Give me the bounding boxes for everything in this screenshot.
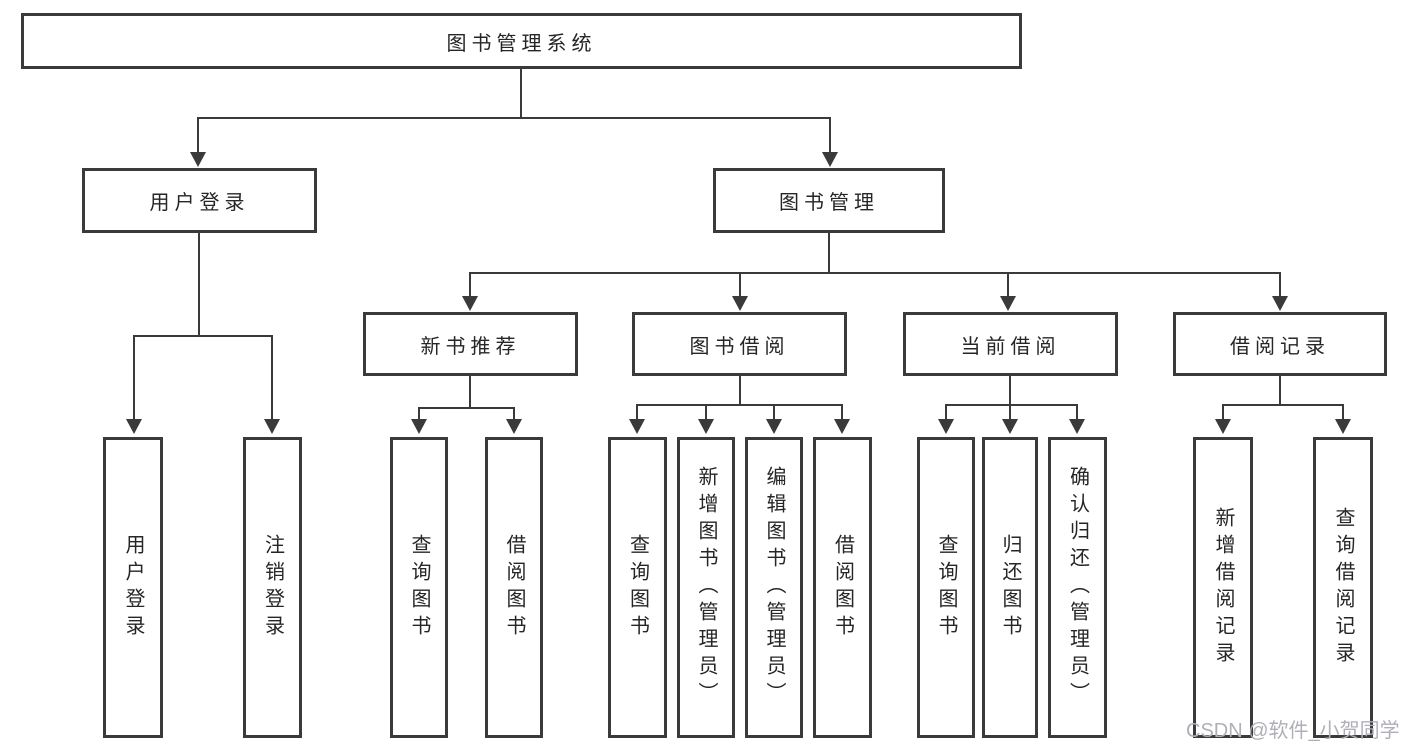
csdn-watermark: CSDN @软件_小贺同学 xyxy=(1186,720,1400,742)
arrowhead-icon xyxy=(126,419,142,434)
leaf-edit-book-admin: 编辑图书（管理员） xyxy=(745,437,803,738)
connector-line xyxy=(636,404,843,406)
arrowhead-icon xyxy=(1069,419,1085,434)
connector-line xyxy=(1222,405,1224,421)
node-current-borrow: 当前借阅 xyxy=(903,312,1118,376)
node-book-management: 图书管理 xyxy=(713,168,945,233)
arrowhead-icon xyxy=(822,152,838,167)
arrowhead-icon xyxy=(462,296,478,311)
arrowhead-icon xyxy=(766,419,782,434)
connector-line xyxy=(418,407,515,409)
connector-line xyxy=(469,273,471,298)
node-book-borrow: 图书借阅 xyxy=(632,312,847,376)
leaf-user-login-label: 用户登录 xyxy=(122,533,144,642)
connector-line xyxy=(945,404,1078,406)
leaf-confirm-return-admin: 确认归还（管理员） xyxy=(1048,437,1107,738)
arrowhead-icon xyxy=(190,152,206,167)
connector-line xyxy=(133,335,273,337)
arrowhead-icon xyxy=(1272,296,1288,311)
connector-line xyxy=(271,336,273,421)
connector-line xyxy=(520,69,522,118)
leaf-borrow-books-1: 借阅图书 xyxy=(485,437,543,738)
arrowhead-icon xyxy=(732,296,748,311)
leaf-borrow-books-2-label: 借阅图书 xyxy=(831,533,854,642)
connector-line xyxy=(841,405,843,421)
connector-line xyxy=(739,376,741,406)
connector-line xyxy=(1279,376,1281,406)
arrowhead-icon xyxy=(1000,296,1016,311)
connector-line xyxy=(773,405,775,421)
arrowhead-icon xyxy=(938,419,954,434)
arrowhead-icon xyxy=(411,419,427,434)
connector-line xyxy=(636,405,638,421)
connector-line xyxy=(197,118,199,155)
connector-line xyxy=(513,408,515,421)
connector-line xyxy=(133,336,135,421)
leaf-confirm-return-admin-label: 确认归还（管理员） xyxy=(1066,466,1089,709)
arrowhead-icon xyxy=(629,419,645,434)
connector-line xyxy=(739,273,741,298)
node-user-login: 用户登录 xyxy=(82,168,317,233)
leaf-borrow-books-1-label: 借阅图书 xyxy=(503,533,525,642)
leaf-query-books-1-label: 查询图书 xyxy=(408,533,430,642)
connector-line xyxy=(828,233,830,274)
connector-line xyxy=(1009,376,1011,406)
node-new-book-recommend: 新书推荐 xyxy=(363,312,578,376)
connector-line xyxy=(1342,405,1344,421)
connector-line xyxy=(945,405,947,421)
connector-line xyxy=(705,405,707,421)
arrowhead-icon xyxy=(506,419,522,434)
leaf-return-books-label: 归还图书 xyxy=(999,533,1021,642)
arrowhead-icon xyxy=(1002,419,1018,434)
connector-line xyxy=(197,117,831,119)
connector-line xyxy=(829,118,831,155)
leaf-query-books-2-label: 查询图书 xyxy=(626,533,649,642)
arrowhead-icon xyxy=(1215,419,1231,434)
leaf-query-books-2: 查询图书 xyxy=(608,437,667,738)
connector-line xyxy=(1076,405,1078,421)
connector-line xyxy=(1279,273,1281,298)
leaf-query-borrow-record: 查询借阅记录 xyxy=(1313,437,1373,738)
arrowhead-icon xyxy=(264,419,280,434)
connector-line xyxy=(1009,405,1011,421)
arrowhead-icon xyxy=(1335,419,1351,434)
leaf-add-book-admin-label: 新增图书（管理员） xyxy=(695,466,717,709)
leaf-add-book-admin: 新增图书（管理员） xyxy=(677,437,735,738)
leaf-edit-book-admin-label: 编辑图书（管理员） xyxy=(763,466,785,709)
arrowhead-icon xyxy=(698,419,714,434)
connector-line xyxy=(469,376,471,409)
leaf-query-books-3-label: 查询图书 xyxy=(935,533,957,642)
arrowhead-icon xyxy=(834,419,850,434)
leaf-query-borrow-record-label: 查询借阅记录 xyxy=(1332,506,1354,669)
leaf-logout-label: 注销登录 xyxy=(261,533,284,642)
leaf-query-books-1: 查询图书 xyxy=(390,437,448,738)
connector-line xyxy=(469,272,1281,274)
node-borrow-records: 借阅记录 xyxy=(1173,312,1387,376)
leaf-borrow-books-2: 借阅图书 xyxy=(813,437,872,738)
connector-line xyxy=(1007,273,1009,298)
leaf-user-login: 用户登录 xyxy=(103,437,163,738)
leaf-add-borrow-record-label: 新增借阅记录 xyxy=(1212,506,1234,669)
leaf-add-borrow-record: 新增借阅记录 xyxy=(1193,437,1253,738)
connector-line xyxy=(418,408,420,421)
leaf-query-books-3: 查询图书 xyxy=(917,437,975,738)
connector-line xyxy=(198,233,200,337)
connector-line xyxy=(1222,404,1344,406)
leaf-logout: 注销登录 xyxy=(243,437,302,738)
leaf-return-books: 归还图书 xyxy=(982,437,1038,738)
node-library-management-system: 图书管理系统 xyxy=(21,13,1022,69)
